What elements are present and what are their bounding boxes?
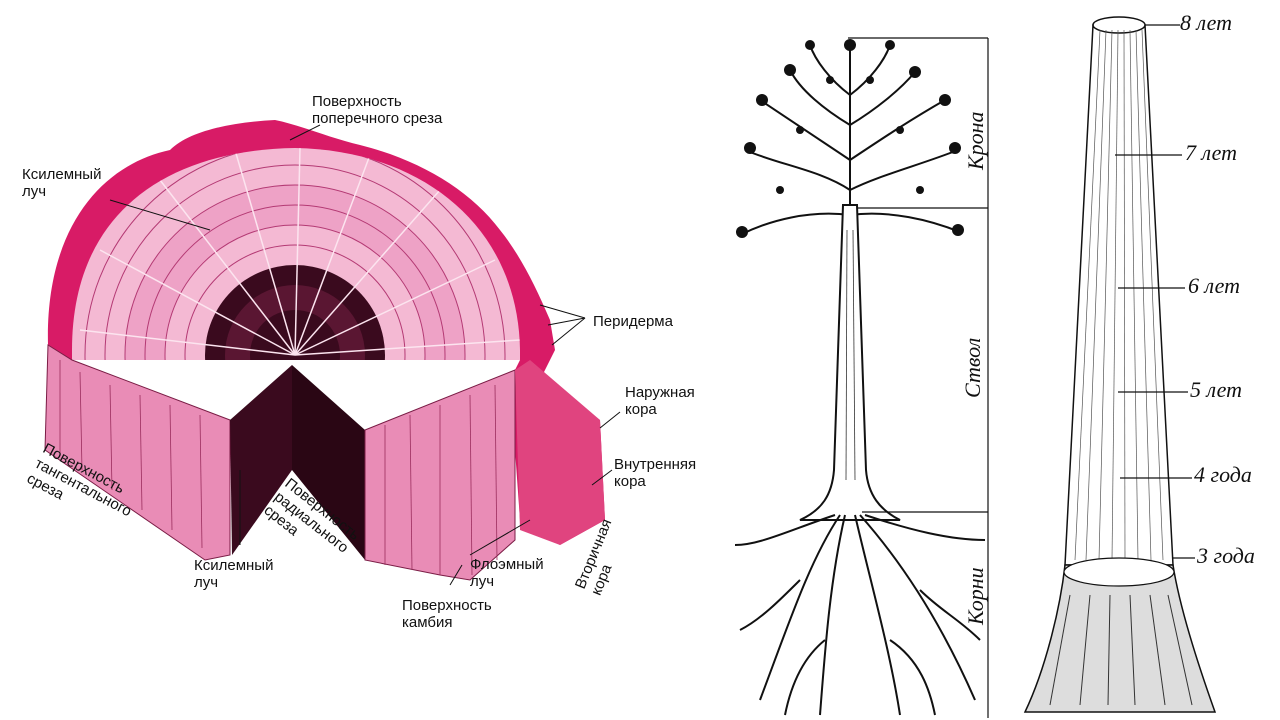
trunk-age-figure: [1023, 16, 1217, 713]
stump-rings: [1063, 557, 1175, 587]
tree-figure: [734, 37, 989, 718]
leader-lines: [109, 124, 621, 586]
radial-face-left: [230, 365, 292, 555]
trunk-cone: [1064, 24, 1174, 566]
leaf-clusters: [736, 39, 964, 238]
section-brackets: [848, 37, 989, 718]
radial-face-right: [292, 365, 365, 560]
label-cambium-surface: Поверхность камбия: [402, 597, 492, 631]
roots: [734, 514, 986, 716]
label-xylem-ray-bottom: Ксилемный луч: [194, 557, 274, 591]
age-label-8: 8 лет: [1180, 10, 1233, 35]
grain-lines: [59, 360, 498, 576]
label-roots: Корни: [963, 567, 988, 625]
label-phloem-ray: Флоэмный луч: [470, 556, 544, 590]
label-trunk: Ствол: [960, 337, 985, 398]
label-cross-section-surface: Поверхность поперечного среза: [312, 93, 443, 127]
stump: [1023, 564, 1217, 713]
label-periderm: Перидерма: [593, 313, 673, 330]
label-inner-bark: Внутренняя кора: [614, 456, 697, 490]
secondary-bark-face: [515, 360, 605, 545]
tree-trunk: [799, 204, 901, 521]
tangential-face: [44, 344, 231, 561]
label-outer-bark: Наружная кора: [625, 384, 695, 418]
age-label-7: 7 лет: [1185, 140, 1238, 165]
age-label-5: 5 лет: [1190, 377, 1243, 402]
label-crown: Крона: [963, 111, 988, 170]
trunk-top: [1092, 16, 1146, 34]
crown-branches: [739, 44, 961, 236]
age-label-6: 6 лет: [1188, 273, 1241, 298]
trunk-lines: [1074, 29, 1164, 561]
age-label-3: 3 года: [1197, 543, 1255, 568]
stump-texture: [1049, 594, 1193, 706]
age-marker-lines: [1115, 24, 1195, 559]
age-label-4: 4 года: [1194, 462, 1252, 487]
growth-rings: [79, 148, 520, 360]
label-xylem-ray-top: Ксилемный луч: [22, 166, 102, 200]
